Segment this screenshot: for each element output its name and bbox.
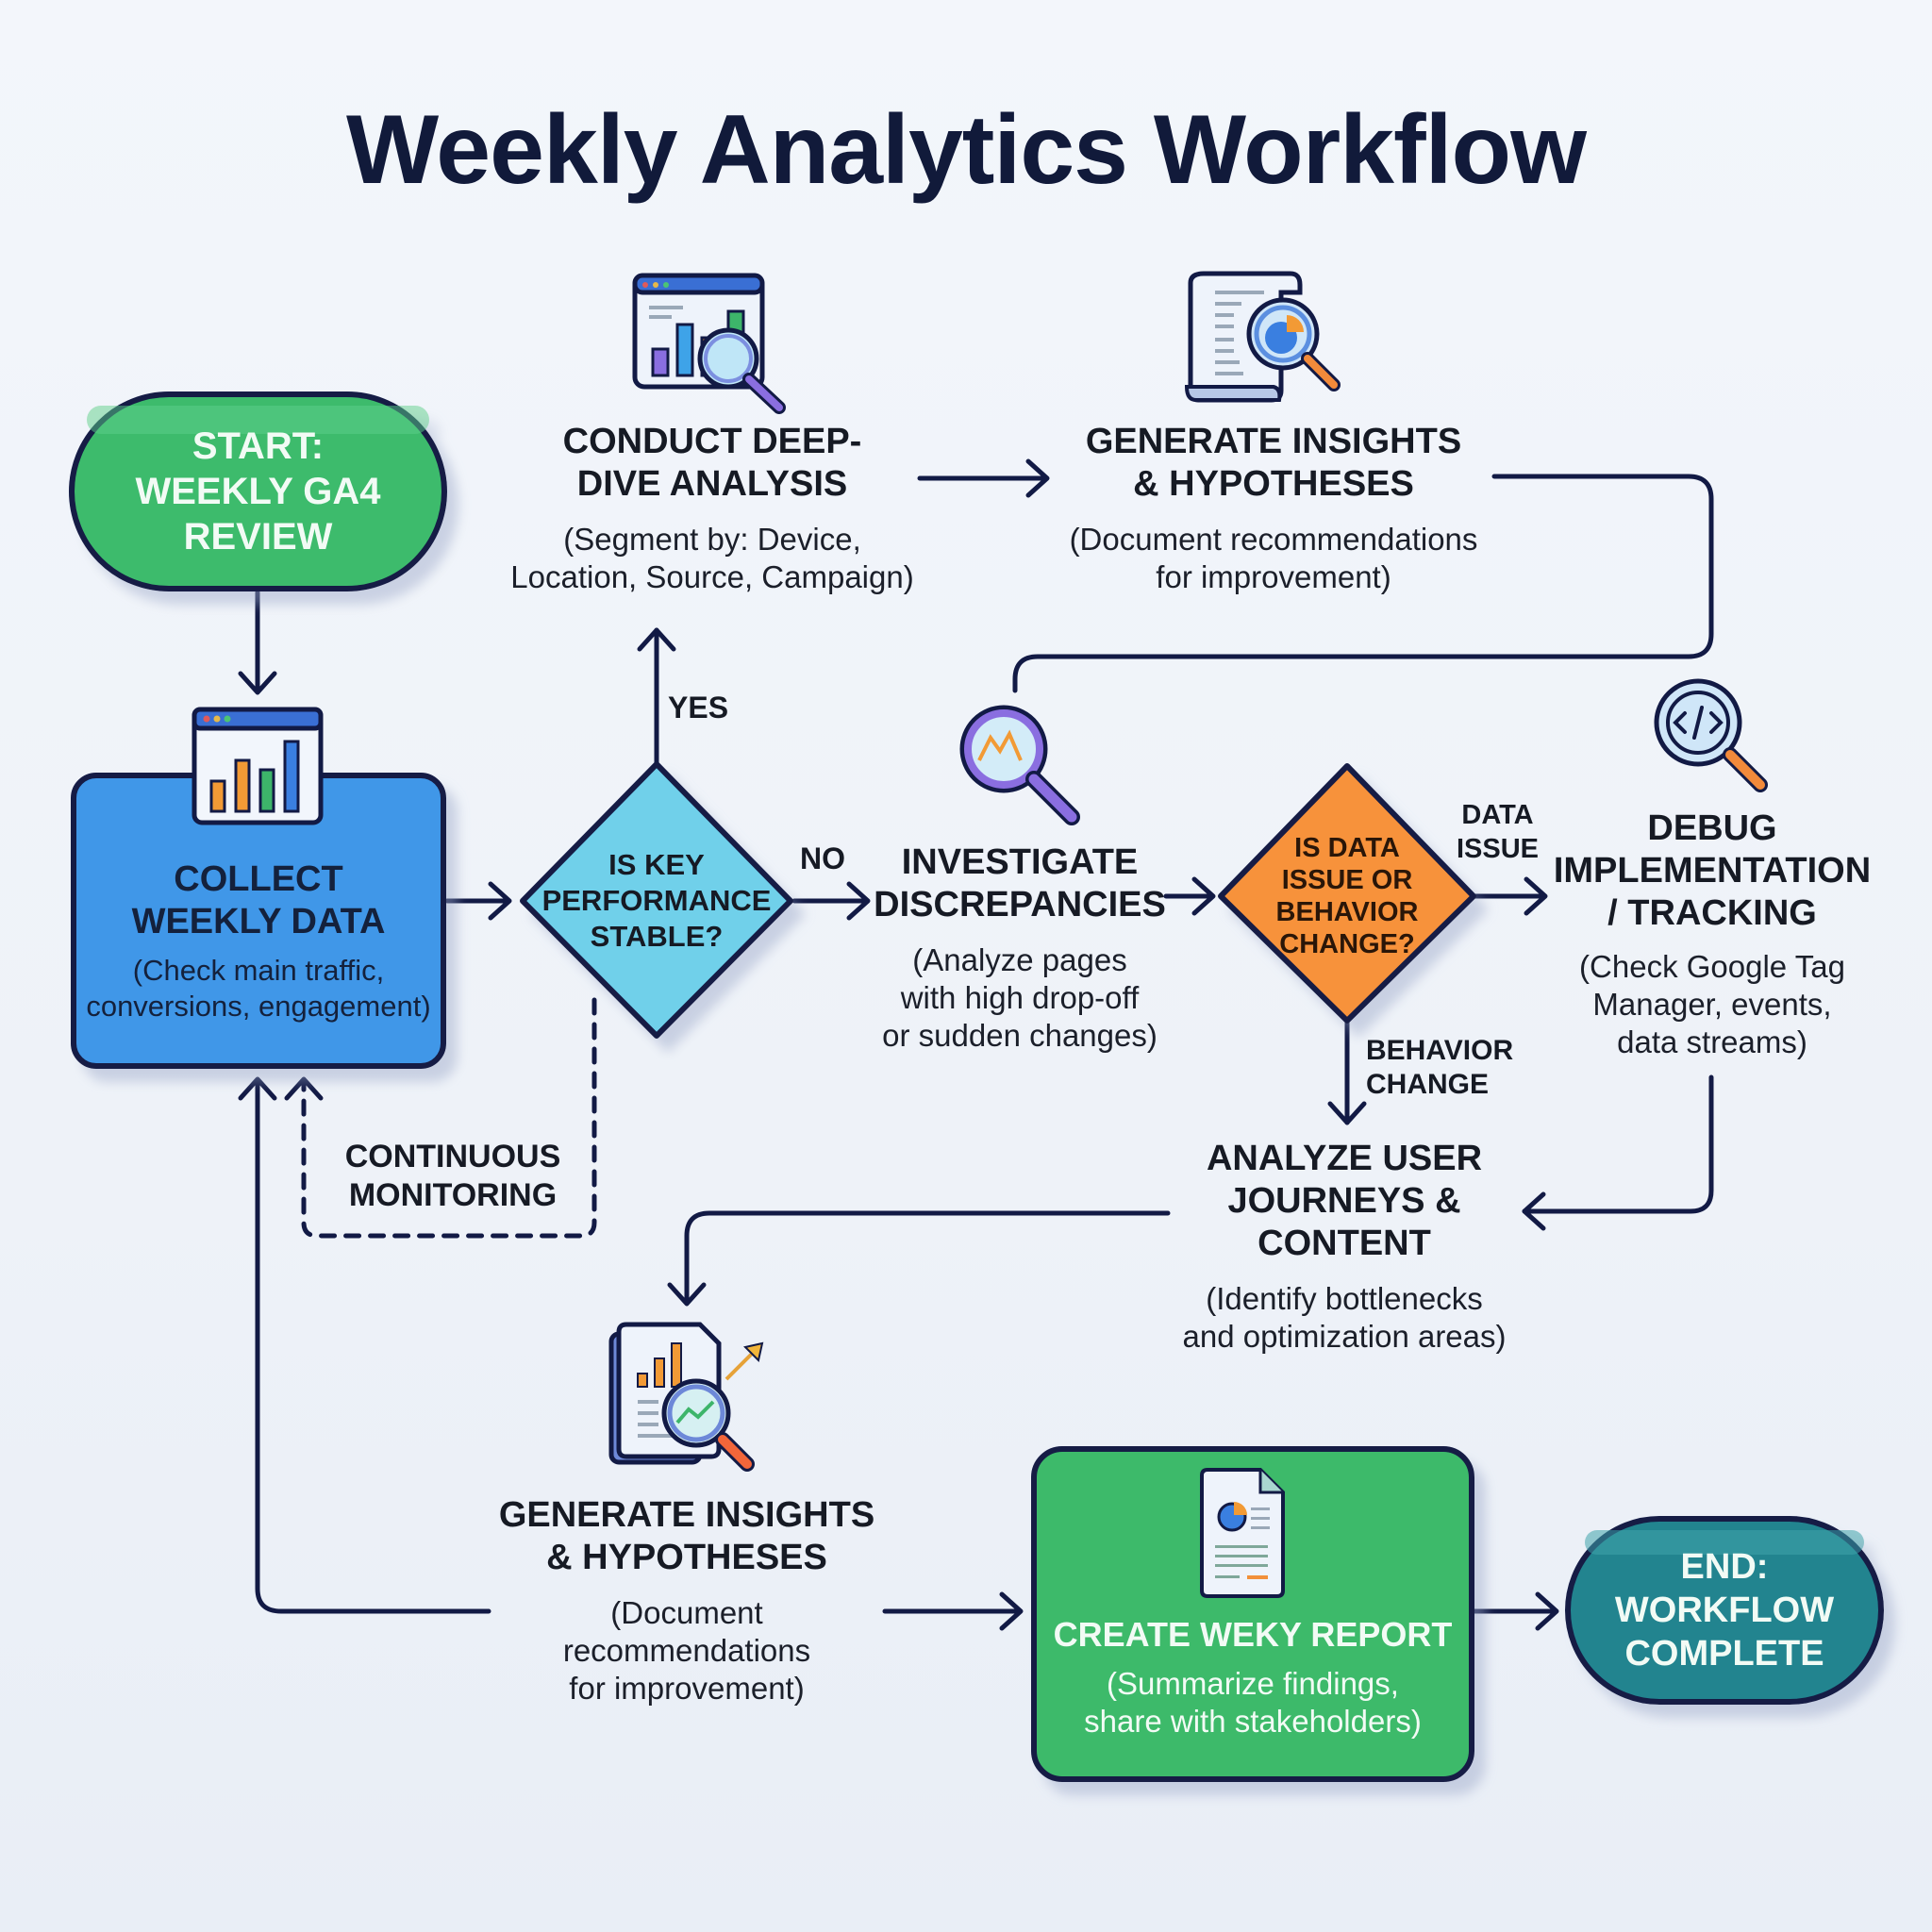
start-node-label: START: WEEKLY GA4 REVIEW <box>135 425 381 558</box>
report-subtitle: (Summarize findings, share with stakehol… <box>1084 1666 1422 1739</box>
document-pie-magnifier-icon <box>1184 271 1341 403</box>
arrowhead <box>667 1282 707 1307</box>
arrowhead <box>238 1076 277 1101</box>
edge-label-continuous-monitoring: CONTINUOUS MONITORING <box>344 1139 561 1213</box>
insights-bottom-title: GENERATE INSIGHTS & HYPOTHESES <box>498 1495 875 1577</box>
trend-magnifier-icon <box>959 705 1080 825</box>
arrowhead <box>284 1076 324 1101</box>
insights-top-subtitle: (Document recommendations for improvemen… <box>1069 522 1478 594</box>
arrowhead <box>637 627 676 652</box>
arrowhead <box>488 881 512 921</box>
insights-bottom-node: GENERATE INSIGHTS & HYPOTHESES (Document… <box>479 1494 894 1707</box>
insights-bottom-subtitle: (Document recommendations for improvemen… <box>562 1595 811 1706</box>
deep-dive-title: CONDUCT DEEP- DIVE ANALYSIS <box>562 422 862 504</box>
kpi-decision-node <box>520 761 793 1039</box>
edge-label-yes: YES <box>668 691 729 724</box>
report-node <box>1031 1446 1474 1782</box>
arrowhead <box>1535 1591 1559 1631</box>
connector-debug-to-journeys <box>1522 1074 1714 1214</box>
arrowhead <box>999 1591 1024 1631</box>
deep-dive-node: CONDUCT DEEP- DIVE ANALYSIS (Segment by:… <box>491 421 934 596</box>
investigate-subtitle: (Analyze pages with high drop-off or sud… <box>882 942 1158 1053</box>
debug-node: DEBUG IMPLEMENTATION / TRACKING (Check G… <box>1547 808 1877 1061</box>
connector-insights-to-collect <box>255 1078 491 1614</box>
report-document-icon <box>1200 1468 1285 1598</box>
edge-label-no: NO <box>800 841 845 875</box>
arrowhead <box>1025 458 1050 498</box>
investigate-title: INVESTIGATE DISCREPANCIES <box>874 842 1166 924</box>
arrowhead <box>1522 1191 1546 1231</box>
debug-subtitle: (Check Google Tag Manager, events, data … <box>1579 949 1845 1059</box>
edge-label-data-issue: DATA ISSUE <box>1457 800 1540 864</box>
edge-label-behavior-change: BEHAVIOR CHANGE <box>1366 1035 1514 1100</box>
collect-title: COLLECT WEEKLY DATA <box>131 859 386 941</box>
issue-decision-node <box>1218 763 1476 1024</box>
collect-node-text: COLLECT WEEKLY DATA (Check main traffic,… <box>74 830 443 1053</box>
chart-magnifier-icon <box>632 273 786 414</box>
insights-top-node: GENERATE INSIGHTS & HYPOTHESES (Document… <box>1038 421 1509 596</box>
insights-top-title: GENERATE INSIGHTS & HYPOTHESES <box>1085 422 1462 504</box>
debug-title: DEBUG IMPLEMENTATION / TRACKING <box>1553 808 1872 933</box>
page-title: Weekly Analytics Workflow <box>346 95 1587 205</box>
journeys-subtitle: (Identify bottlenecks and optimization a… <box>1182 1281 1507 1354</box>
end-node <box>1565 1516 1884 1705</box>
report-title: CREATE WEKY REPORT <box>1053 1615 1453 1654</box>
deep-dive-subtitle: (Segment by: Device, Location, Source, C… <box>510 522 914 594</box>
end-node-label: END: WORKFLOW COMPLETE <box>1614 1547 1835 1674</box>
report-growth-magnifier-icon <box>608 1322 764 1472</box>
connector-insights-loop <box>1012 474 1714 693</box>
investigate-node: INVESTIGATE DISCREPANCIES (Analyze pages… <box>868 841 1172 1055</box>
arrowhead <box>238 671 277 695</box>
arrowhead <box>1191 876 1216 916</box>
code-magnifier-icon <box>1654 678 1768 792</box>
journeys-node: ANALYZE USER JOURNEYS & CONTENT (Identif… <box>1151 1138 1538 1356</box>
arrowhead <box>1327 1101 1367 1125</box>
issue-decision-label: IS DATA ISSUE OR BEHAVIOR CHANGE? <box>1275 833 1419 959</box>
dashboard-bar-chart-icon <box>192 707 324 825</box>
connector-continuous-monitoring <box>301 997 597 1239</box>
arrowhead <box>1524 876 1548 916</box>
journeys-title: ANALYZE USER JOURNEYS & CONTENT <box>1206 1139 1483 1263</box>
report-node-text: CREATE WEKY REPORT (Summarize findings, … <box>1034 1613 1472 1740</box>
kpi-decision-label: IS KEY PERFORMANCE STABLE? <box>541 848 772 953</box>
connector-journeys-to-insights <box>684 1210 1171 1305</box>
collect-subtitle: (Check main traffic, conversions, engage… <box>86 954 431 1023</box>
start-node <box>69 391 447 591</box>
arrowhead <box>846 881 871 921</box>
